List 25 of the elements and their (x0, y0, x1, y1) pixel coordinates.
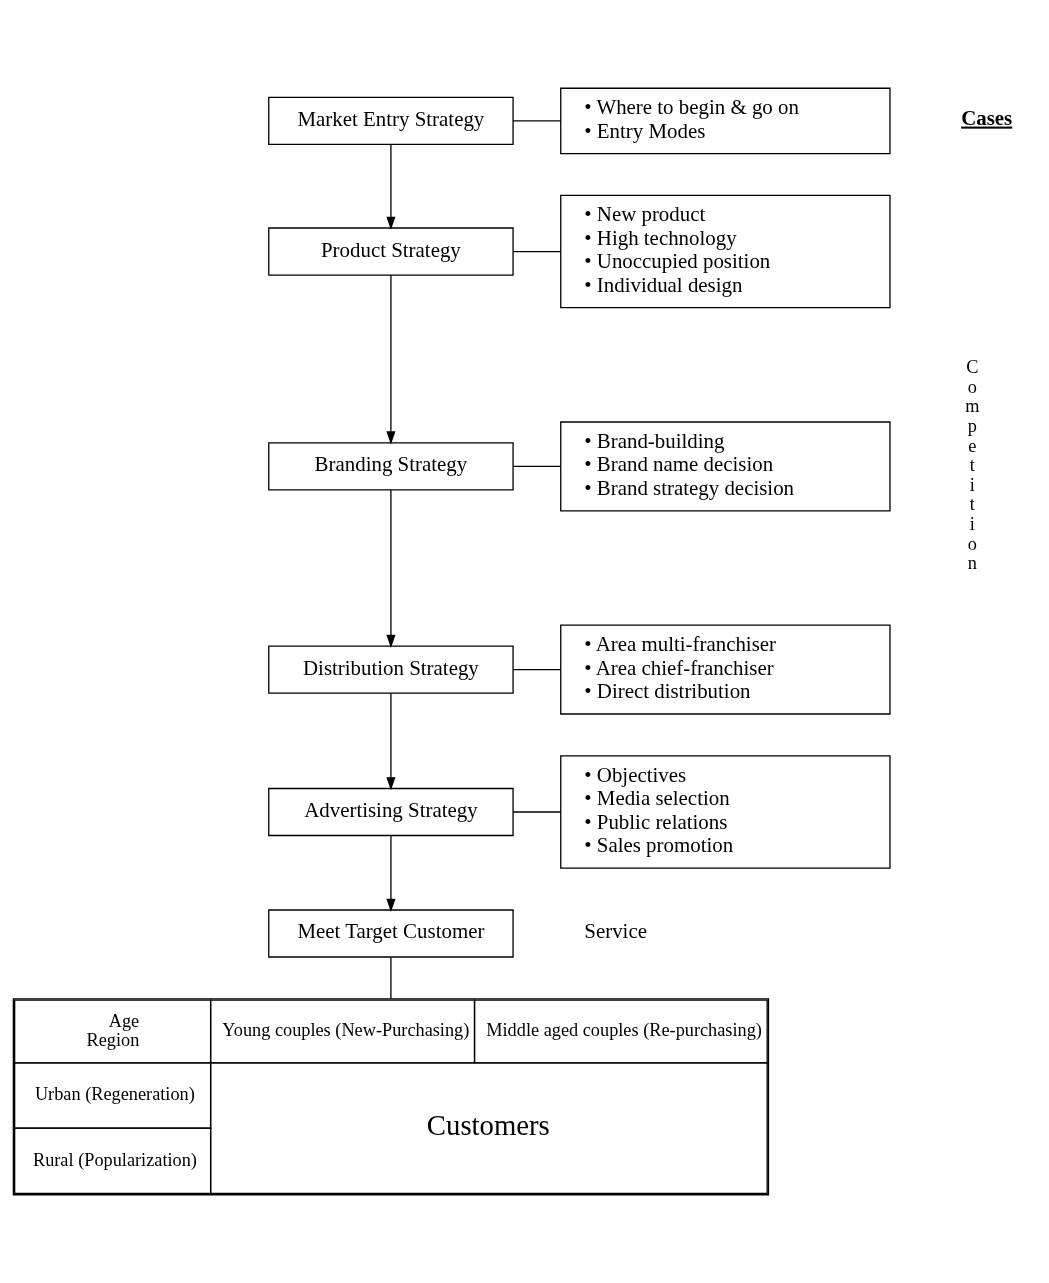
node-box: • Area multi-franchiser • Area chief-franchiser • Direct distribution (560, 624, 891, 715)
node-box: • Where to begin & go on • Entry Modes (560, 87, 891, 155)
connector (512, 120, 562, 122)
node-box: Product Strategy (268, 227, 514, 276)
node-box: • Brand-building • Brand name decision • Brand strategy decision (560, 421, 891, 512)
node-box: • Objectives • Media selection • Public relations • Sales promotion (560, 755, 891, 869)
connector (390, 956, 392, 1000)
node-box: Market Entry Strategy (268, 96, 514, 146)
arrow (386, 274, 396, 445)
node-box: • New product • High technology • Unoccupied position • Individual design (560, 194, 891, 309)
node-box: Distribution Strategy (268, 645, 514, 694)
label: Cases (961, 105, 1013, 130)
node-box: Advertising Strategy (268, 787, 514, 837)
arrow (386, 835, 396, 912)
node-box: Branding Strategy (268, 442, 514, 491)
connector (512, 668, 562, 671)
node-box: Meet Target Customer (268, 909, 514, 958)
label: Competition (965, 357, 980, 574)
connector (512, 250, 562, 253)
label: Service (584, 919, 647, 944)
connector (512, 465, 562, 468)
arrow (386, 489, 396, 648)
arrow (386, 143, 396, 230)
arrow (386, 692, 396, 791)
connector (512, 811, 562, 813)
